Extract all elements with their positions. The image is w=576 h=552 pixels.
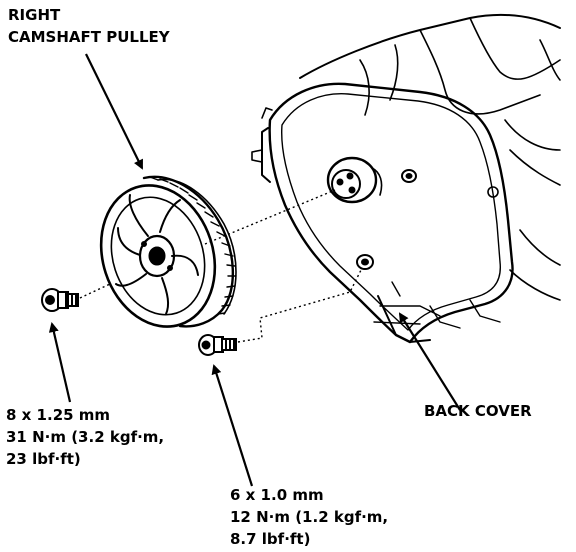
- bolt-6mm-torque-nm: 12 N·m (1.2 kgf·m,: [230, 508, 389, 526]
- back-cover-illustration: [251, 13, 561, 344]
- bolt-8mm-spec: 8 x 1.25 mm 31 N·m (3.2 kgf·m, 23 lbf·ft…: [6, 404, 164, 470]
- assembly-lines: [79, 189, 363, 343]
- bolt-8mm-torque-nm: 31 N·m (3.2 kgf·m,: [6, 428, 165, 446]
- leader-lines: [48, 53, 461, 487]
- bolt-8mm-size: 8 x 1.25 mm: [6, 406, 111, 424]
- pulley-label-line-2: CAMSHAFT PULLEY: [8, 28, 170, 46]
- bolt-6mm-torque-lbf: 8.7 lbf·ft): [230, 530, 311, 548]
- cover-bolt-6mm: [198, 334, 237, 356]
- camshaft-pulley-illustration: [99, 175, 237, 328]
- bolt-6mm-spec: 6 x 1.0 mm 12 N·m (1.2 kgf·m, 8.7 lbf·ft…: [230, 484, 388, 550]
- bolt-6mm-size: 6 x 1.0 mm: [230, 486, 324, 504]
- pulley-label: RIGHT CAMSHAFT PULLEY: [8, 4, 170, 48]
- bolt-8mm-torque-lbf: 23 lbf·ft): [6, 450, 81, 468]
- pulley-label-line-1: RIGHT: [8, 6, 61, 24]
- pulley-bolt-8mm: [41, 288, 79, 312]
- back-cover-label-text: BACK COVER: [424, 402, 532, 420]
- back-cover-label: BACK COVER: [424, 400, 532, 422]
